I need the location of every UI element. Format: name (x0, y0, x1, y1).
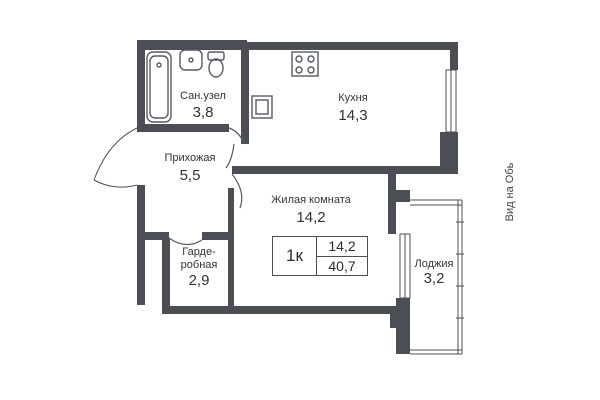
wall-left-bath (137, 40, 145, 128)
bathroom-fixtures (146, 49, 245, 145)
living-door-swing (231, 173, 243, 209)
hall-kitchen-door-swing (225, 143, 235, 169)
room-area-bathroom: 3,8 (192, 104, 214, 121)
walls (137, 40, 458, 354)
wall-kitchen-living (232, 166, 388, 174)
living-area-value: 14,2 (317, 237, 367, 257)
room-name-hallway: Прихожая (164, 152, 216, 164)
wall-bottom-living (232, 306, 398, 314)
room-name-kitchen: Кухня (338, 92, 368, 104)
loggia (410, 199, 464, 355)
wall-bottom-step (390, 306, 398, 328)
wall-wardrobe-top (202, 232, 232, 240)
toilet-icon (207, 51, 225, 61)
wall-hall-living (228, 188, 234, 314)
apartment-summary-box: 1к 14,2 40,7 (272, 236, 368, 276)
wall-bath-hall (137, 124, 229, 132)
stove-icon (291, 51, 319, 77)
wall-right-lower (396, 298, 410, 354)
bathtub-icon (146, 51, 172, 123)
room-name-bathroom: Сан.узел (180, 90, 226, 102)
wall-left-wardrobe (162, 238, 170, 314)
room-name-wardrobe-1: Гарде- (182, 246, 216, 258)
room-area-hallway: 5,5 (179, 167, 201, 184)
windows (399, 69, 457, 299)
wall-hall-wardrobe (137, 232, 169, 240)
kitchen-sink-icon (251, 95, 273, 119)
room-name-living-room: Жилая комната (271, 194, 351, 206)
bath-door-swing (228, 127, 245, 145)
view-label: Вид на Обь (504, 162, 516, 222)
wall-right-living (388, 166, 458, 174)
wall-bath-kitchen (241, 42, 249, 144)
entrance-door (93, 127, 142, 188)
room-area-living-room: 14,2 (296, 209, 326, 226)
interior-doors (168, 143, 243, 246)
wall-left-hall (137, 185, 145, 305)
wall-top-bath (137, 40, 247, 50)
wall-right-kitchen (450, 42, 458, 70)
room-name-wardrobe-2: робная (180, 259, 218, 271)
wall-right-living-v2 (394, 190, 410, 202)
wall-right-living-v (388, 166, 396, 234)
wall-bottom-left (162, 306, 232, 314)
summary-areas: 14,2 40,7 (317, 237, 367, 275)
total-area-value: 40,7 (328, 257, 356, 274)
sink-icon (179, 49, 203, 71)
room-area-kitchen: 14,3 (338, 107, 368, 124)
wall-top-kitchen (247, 42, 458, 50)
kitchen-fixtures (251, 51, 319, 119)
room-count: 1к (273, 237, 317, 275)
room-name-loggia: Лоджия (414, 258, 454, 270)
wall-right-kitchen-2 (440, 132, 458, 174)
room-area-wardrobe: 2,9 (188, 272, 210, 289)
wardrobe-door-swing (168, 237, 203, 246)
room-area-loggia: 3,2 (423, 270, 445, 287)
